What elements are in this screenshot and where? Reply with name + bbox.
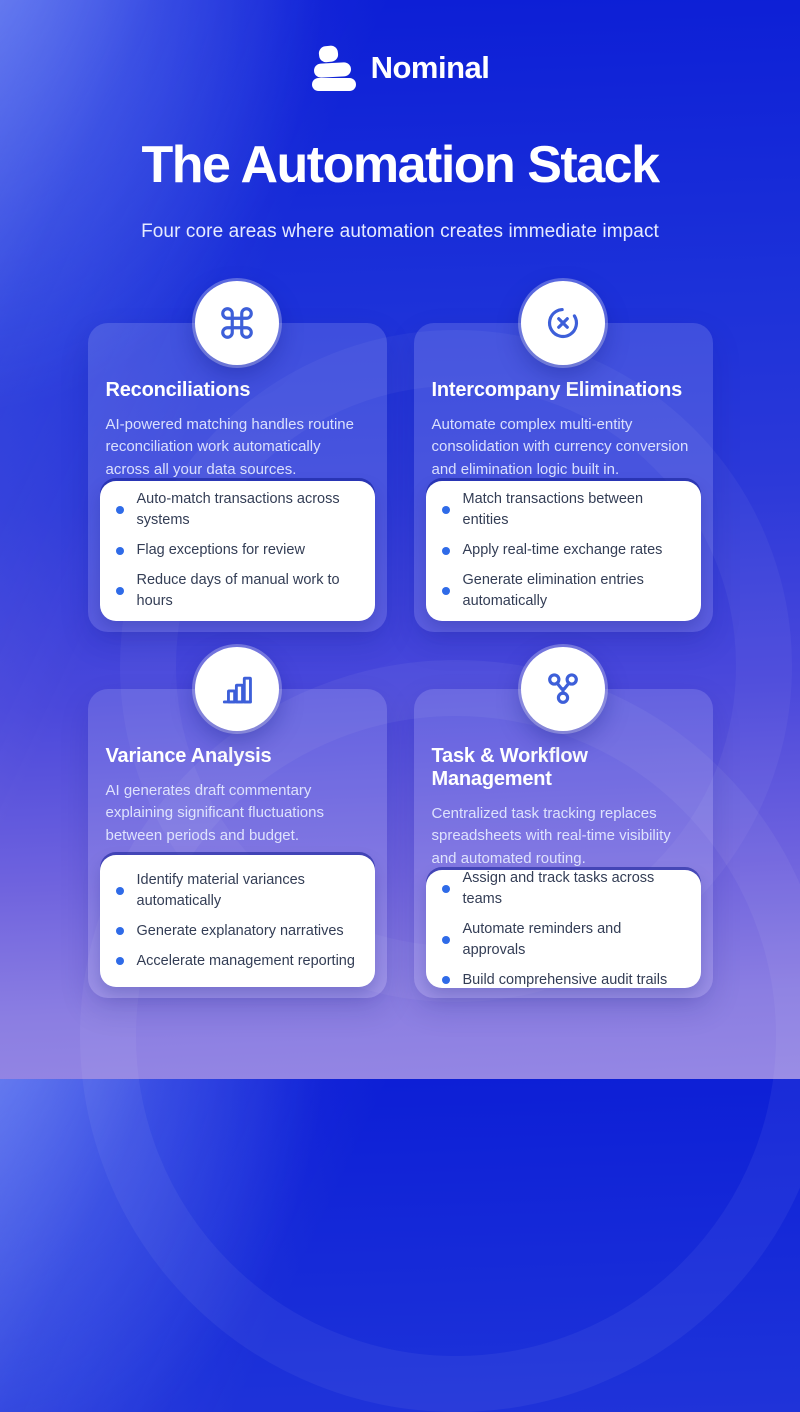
card-title: Reconciliations [105, 378, 251, 401]
bullet-dot-icon [441, 587, 450, 596]
bullet-item: Reduce days of manual work to hours [115, 570, 359, 612]
feature-card-1: Intercompany Eliminations Automate compl… [413, 280, 713, 632]
bullet-text: Accelerate management reporting [136, 952, 355, 969]
bullet-item: Accelerate management reporting [115, 951, 359, 972]
card-description: AI-powered matching handles routine reco… [105, 415, 354, 478]
card-title: Variance Analysis [105, 744, 272, 767]
bullet-text: Apply real-time exchange rates [462, 542, 663, 559]
command-icon [195, 280, 279, 365]
bullet-item: Build comprehensive audit trails [441, 970, 685, 991]
bullet-item: Auto-match transactions across systems [115, 489, 359, 531]
page-title: The Automation Stack [141, 136, 660, 194]
card-title: Task & Workflow Management [431, 744, 588, 790]
bullet-text: Automate reminders and approvals [462, 920, 622, 958]
feature-card-0: Reconciliations AI-powered matching hand… [87, 280, 387, 632]
bar-chart-icon [195, 646, 279, 731]
bullet-dot-icon [441, 884, 450, 893]
bullet-dot-icon [441, 546, 450, 555]
bullet-dot-icon [441, 935, 450, 944]
bullet-text: Match transactions between entities [462, 491, 644, 529]
brand-logo: Nominal [0, 0, 800, 92]
card-description: AI generates draft commentary explaining… [105, 781, 324, 844]
bullet-text: Identify material variances automaticall… [136, 871, 305, 909]
brand-name: Nominal [370, 50, 490, 85]
bullet-item: Apply real-time exchange rates [441, 540, 685, 561]
bullet-item: Identify material variances automaticall… [115, 870, 359, 912]
bullet-dot-icon [115, 506, 124, 515]
feature-card-3: Task & Workflow Management Centralized t… [413, 646, 713, 998]
page-subtitle: Four core areas where automation creates… [141, 220, 659, 242]
page: Nominal The Automation Stack Four core a… [0, 0, 800, 998]
circle-x-icon [521, 280, 605, 365]
bullet-item: Generate explanatory narratives [115, 921, 359, 942]
bullet-dot-icon [115, 957, 124, 966]
bullet-item: Assign and track tasks across teams [441, 868, 685, 910]
bullet-text: Generate explanatory narratives [136, 922, 344, 939]
cards-grid: Reconciliations AI-powered matching hand… [87, 280, 713, 998]
bullet-item: Flag exceptions for review [115, 540, 359, 561]
feature-card-2: Variance Analysis AI generates draft com… [87, 646, 387, 998]
bullet-dot-icon [115, 927, 124, 936]
bullet-item: Generate elimination entries automatical… [441, 570, 685, 612]
bullet-item: Automate reminders and approvals [441, 919, 685, 961]
branch-icon [521, 646, 605, 731]
bullet-dot-icon [441, 506, 450, 515]
bullet-text: Assign and track tasks across teams [462, 869, 655, 907]
bullet-text: Build comprehensive audit trails [462, 971, 668, 988]
card-description: Centralized task tracking replaces sprea… [431, 804, 671, 867]
card-description: Automate complex multi-entity consolidat… [431, 415, 689, 478]
bullet-dot-icon [441, 976, 450, 985]
bullet-text: Flag exceptions for review [136, 542, 305, 559]
card-title: Intercompany Eliminations [431, 378, 683, 401]
card-bullet-list: Identify material variances automaticall… [99, 854, 375, 987]
bullet-dot-icon [115, 546, 124, 555]
bullet-item: Match transactions between entities [441, 489, 685, 531]
bullet-text: Auto-match transactions across systems [136, 491, 340, 529]
bullet-dot-icon [115, 886, 124, 895]
nominal-stack-logo-icon [311, 45, 356, 91]
bullet-text: Reduce days of manual work to hours [136, 572, 340, 610]
bullet-dot-icon [115, 587, 124, 596]
bullet-text: Generate elimination entries automatical… [462, 572, 644, 610]
